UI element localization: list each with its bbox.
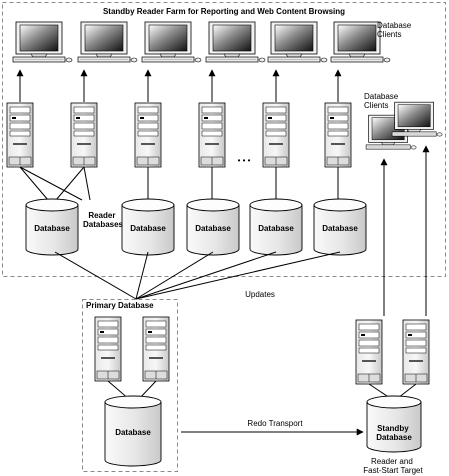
server-icon <box>6 102 34 168</box>
database-label: Database <box>322 224 358 233</box>
database-icon <box>366 401 422 453</box>
standby-server-links <box>368 383 417 399</box>
database-label: Database <box>130 224 166 233</box>
server-icon <box>142 316 170 382</box>
standby-database-cylinder <box>366 395 422 453</box>
standby-database-label: Standby Database <box>376 424 412 442</box>
database-icon: Database <box>313 198 367 256</box>
workstation-icon <box>12 21 73 63</box>
reader-databases: Database Database Database Database Database <box>25 198 367 256</box>
database-icon: Database <box>121 198 175 256</box>
reader-fast-start-target-label: Reader and Fast-Start Target <box>363 457 423 475</box>
redo-transport-label: Redo Transport <box>247 419 303 428</box>
reader-servers <box>6 102 352 168</box>
database-icon: Database <box>25 198 79 256</box>
database-icon: Database <box>186 198 240 256</box>
server-icon <box>402 319 430 385</box>
workstation-icon <box>205 21 266 63</box>
server-icon <box>262 102 290 168</box>
database-clients-top <box>12 21 391 63</box>
reader-databases-label: Reader Databases <box>83 211 124 229</box>
updates-label: Updates <box>245 290 275 299</box>
workstation-icon <box>77 21 138 63</box>
database-label: Database <box>115 428 151 437</box>
updates-lines <box>54 251 341 300</box>
database-icon: Database <box>249 198 303 256</box>
primary-database-label: Primary Database <box>86 301 154 310</box>
server-icon <box>70 102 98 168</box>
primary-database-box <box>82 299 178 472</box>
server-icon <box>94 316 122 382</box>
server-database-links <box>19 166 339 201</box>
server-icon <box>324 102 352 168</box>
database-label: Database <box>34 224 70 233</box>
farm-title: Standby Reader Farm for Reporting and We… <box>103 7 345 16</box>
server-icon <box>134 102 162 168</box>
database-icon: Database <box>104 395 162 467</box>
server-icon <box>355 319 383 385</box>
database-clients-right-label: Database Clients <box>364 92 400 110</box>
workstation-icon <box>267 21 328 63</box>
database-label: Database <box>195 224 231 233</box>
ellipsis-more-servers: • • • <box>238 156 251 165</box>
standby-reader-farm-box <box>2 2 446 277</box>
standby-to-client-arrows <box>380 145 430 316</box>
server-to-client-arrows <box>16 69 342 102</box>
database-clients-top-label: Database Clients <box>377 21 413 39</box>
server-icon <box>198 102 226 168</box>
workstation-icon <box>141 21 202 63</box>
database-label: Database <box>258 224 294 233</box>
database-lid <box>366 395 422 409</box>
primary-database-cylinder: Database <box>104 395 162 467</box>
